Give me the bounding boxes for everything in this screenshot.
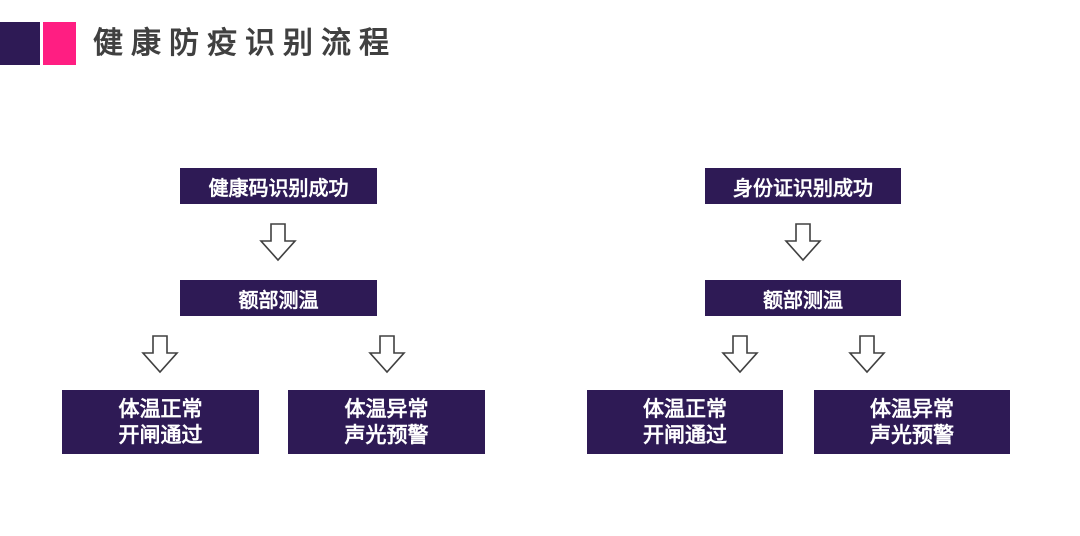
flow-right-start-label: 身份证识别成功: [733, 175, 873, 200]
down-arrow-icon: [259, 223, 297, 262]
flow-left-abnormal-line1: 体温异常: [344, 397, 429, 421]
flow-right-abnormal-line1: 体温异常: [870, 397, 954, 421]
flow-left-abnormal-line2: 声光预警: [344, 423, 429, 447]
header-accent-dark-block: [0, 22, 40, 65]
flow-left-temp-label: 额部测温: [238, 287, 319, 312]
flow-left-normal-box: 体温正常 开闸通过: [62, 390, 259, 454]
down-arrow-icon: [721, 335, 759, 374]
flow-right-temp-box: 额部测温: [705, 280, 901, 316]
flow-right-abnormal-box: 体温异常 声光预警: [814, 390, 1010, 454]
down-arrow-icon: [848, 335, 886, 374]
flow-right-start-box: 身份证识别成功: [705, 168, 901, 204]
flow-left-abnormal-box: 体温异常 声光预警: [288, 390, 485, 454]
flow-right-temp-label: 额部测温: [763, 287, 843, 312]
flow-right-normal-line2: 开闸通过: [643, 423, 727, 447]
flow-left-normal-line2: 开闸通过: [118, 423, 203, 447]
flow-right-normal-box: 体温正常 开闸通过: [587, 390, 783, 454]
down-arrow-icon: [368, 335, 406, 374]
flow-right-abnormal-line2: 声光预警: [870, 423, 954, 447]
flow-left-normal-line1: 体温正常: [118, 397, 203, 421]
page-title: 健康防疫识别流程: [93, 26, 397, 61]
flow-left-start-label: 健康码识别成功: [208, 175, 349, 200]
down-arrow-icon: [784, 223, 822, 262]
flow-left-temp-box: 额部测温: [180, 280, 377, 316]
flow-right-normal-line1: 体温正常: [643, 397, 727, 421]
flow-left-start-box: 健康码识别成功: [180, 168, 377, 204]
down-arrow-icon: [141, 335, 179, 374]
header-accent-pink-block: [43, 22, 76, 65]
